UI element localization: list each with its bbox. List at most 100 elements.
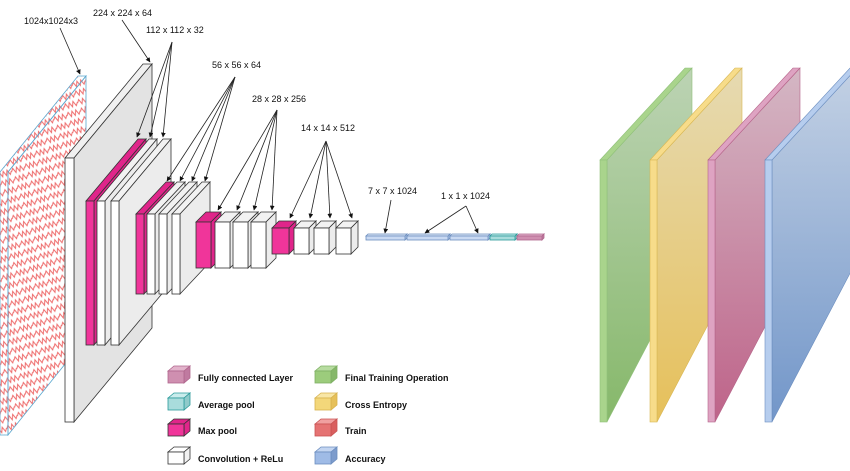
train-panel-front-edge xyxy=(707,159,716,423)
label-input-dim: 1024x1024x3 xyxy=(24,16,78,26)
accuracy-panel-front-edge xyxy=(764,159,773,423)
arrow-s3-b xyxy=(236,109,278,211)
legend-item-average-pool: Average pool xyxy=(166,392,255,411)
arrow-s4-b xyxy=(308,140,327,219)
legend-label: Convolution + ReLu xyxy=(198,454,283,464)
legend-label: Cross Entropy xyxy=(345,400,407,410)
label-fc-dim: 1 x 1 x 1024 xyxy=(441,191,490,201)
output-panels xyxy=(599,67,850,423)
legend-item-max-pool: Max pool xyxy=(166,418,237,437)
swatch-cube xyxy=(313,365,339,384)
swatch-cube xyxy=(166,392,192,411)
swatch-cube-front xyxy=(314,451,332,465)
convolution-swatch-icon xyxy=(166,446,192,465)
avg-pool-bar xyxy=(489,233,518,241)
train-swatch-icon xyxy=(313,418,339,437)
legend-label: Accuracy xyxy=(345,454,386,464)
swatch-cube xyxy=(166,365,192,384)
stage4-maxpool-front xyxy=(271,227,290,255)
label-conv1-dim: 224 x 224 x 64 xyxy=(93,8,152,18)
final-training-panel-front-edge xyxy=(599,159,608,423)
arrow-s4-c xyxy=(325,140,333,219)
swatch-cube-front xyxy=(314,370,332,384)
stage1-maxpool-front xyxy=(85,200,95,346)
legend-item-cross-entropy: Cross Entropy xyxy=(313,392,407,411)
stage3-conv-2-front xyxy=(232,221,249,269)
accuracy-swatch-icon xyxy=(313,446,339,465)
arrow-fc-b xyxy=(465,205,479,234)
stage1-conv-1-front xyxy=(96,200,106,346)
label-fc-input-dim: 7 x 7 x 1024 xyxy=(368,186,417,196)
stage4-conv-3-front xyxy=(335,227,352,255)
legend-label: Average pool xyxy=(198,400,255,410)
stage4-maxpool xyxy=(271,220,297,255)
avg-pool-bar-front xyxy=(489,235,516,241)
arrow-s4-d xyxy=(325,140,353,219)
label-stage2-dim: 56 x 56 x 64 xyxy=(212,60,261,70)
legend-label: Final Training Operation xyxy=(345,373,449,383)
swatch-cube xyxy=(166,446,192,465)
swatch-cube-front xyxy=(167,423,185,437)
stage2-conv-2-front xyxy=(158,213,168,295)
swatch-cube-front xyxy=(167,370,185,384)
arrow-input xyxy=(59,27,81,75)
stage3-conv-3-front xyxy=(250,221,267,269)
stage2-maxpool-front xyxy=(135,213,145,295)
arrow-s1-b xyxy=(148,41,173,138)
legend-item-accuracy: Accuracy xyxy=(313,446,386,465)
dimension-arrows xyxy=(59,19,479,234)
fc-bar-1 xyxy=(365,233,408,241)
arrow-fc-a xyxy=(424,205,467,234)
stage2-conv-3-front xyxy=(171,213,181,295)
conv1-layer-front xyxy=(64,157,75,423)
fc-bar-3 xyxy=(449,233,491,241)
arrow-conv1 xyxy=(121,19,151,63)
legend-label: Train xyxy=(345,426,367,436)
network-layers xyxy=(0,62,545,437)
arrow-s3-c xyxy=(252,109,278,211)
fully-connected-bar xyxy=(516,233,545,241)
stage2-conv-1-front xyxy=(146,213,156,295)
label-stage1-dim: 112 x 112 x 32 xyxy=(146,25,204,35)
arrow-s3-d xyxy=(269,109,278,211)
arrow-fc-input xyxy=(383,199,392,234)
arrow-s2-c xyxy=(191,76,236,182)
stage4-conv-1-front xyxy=(293,227,310,255)
stage4-conv-1 xyxy=(293,220,317,255)
stage1-conv-2-front xyxy=(110,200,120,346)
max-pool-swatch-icon xyxy=(166,418,192,437)
arrow-s2-a xyxy=(166,76,236,182)
swatch-cube-front xyxy=(167,397,185,411)
arrow-s2-d xyxy=(203,76,236,182)
swatch-cube-front xyxy=(314,397,332,411)
swatch-cube xyxy=(166,418,192,437)
fc-bar-1-front xyxy=(365,235,406,241)
arrow-s1-c xyxy=(161,41,173,138)
arrow-s4-a xyxy=(289,140,327,219)
stage4-conv-2-front xyxy=(313,227,330,255)
swatch-cube-front xyxy=(314,423,332,437)
legend-item-final-training: Final Training Operation xyxy=(313,365,449,384)
legend: Fully connected Layer Average pool Max p… xyxy=(166,365,449,465)
cross-entropy-panel-front-edge xyxy=(649,159,658,423)
legend-label: Fully connected Layer xyxy=(198,373,294,383)
fully-connected-bar-front xyxy=(516,235,543,241)
stage3-conv-1-front xyxy=(214,221,231,269)
swatch-cube xyxy=(313,418,339,437)
stage4-conv-3 xyxy=(335,220,359,255)
label-stage3-dim: 28 x 28 x 256 xyxy=(252,94,306,104)
accuracy-panel xyxy=(764,67,850,423)
swatch-cube xyxy=(313,392,339,411)
arrow-s3-a xyxy=(217,109,278,211)
arrow-s2-b xyxy=(179,76,236,182)
fc-bar-3-front xyxy=(449,235,489,241)
swatch-cube xyxy=(313,446,339,465)
label-stage4-dim: 14 x 14 x 512 xyxy=(301,123,355,133)
swatch-cube-front xyxy=(167,451,185,465)
legend-item-train: Train xyxy=(313,418,367,437)
arrow-s1-a xyxy=(136,41,173,138)
fc-bar-2-front xyxy=(406,235,449,241)
fc-bar-2 xyxy=(406,233,451,241)
cross-entropy-swatch-icon xyxy=(313,392,339,411)
